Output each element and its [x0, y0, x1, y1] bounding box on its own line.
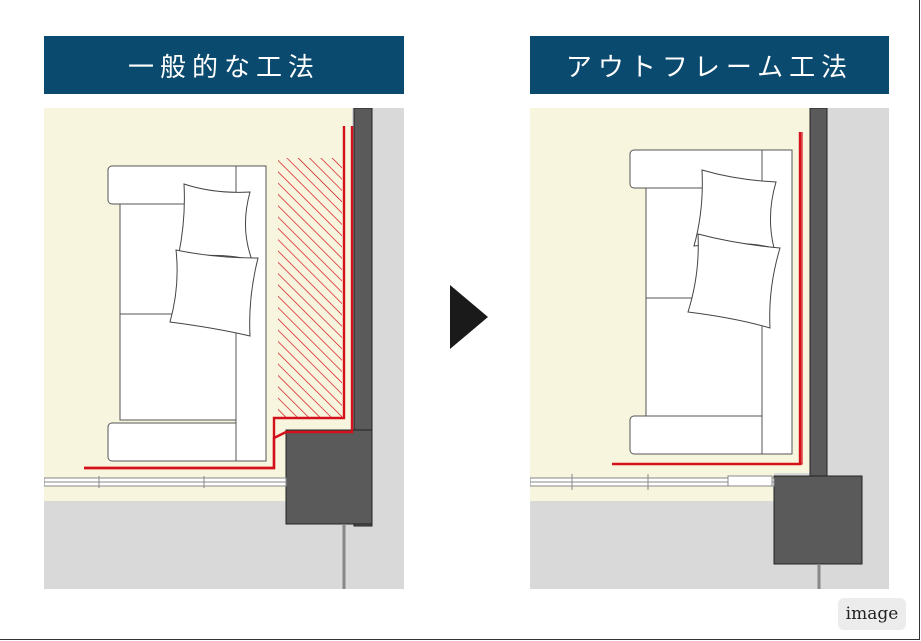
wall	[809, 108, 828, 477]
lost-space-hatch	[278, 158, 342, 418]
cushions	[169, 183, 259, 337]
outframe-floor-plan	[530, 108, 889, 589]
image-badge: image	[838, 598, 906, 630]
right-panel-title: アウトフレーム工法	[530, 36, 889, 94]
cushions	[687, 169, 781, 329]
column	[773, 475, 863, 565]
transition-arrow	[450, 285, 488, 349]
left-panel-title: 一般的な工法	[44, 36, 404, 94]
window-sash	[44, 476, 287, 488]
window-sash	[530, 474, 775, 490]
conventional-floor-plan	[44, 108, 404, 589]
column	[285, 429, 373, 525]
wall	[353, 108, 373, 527]
